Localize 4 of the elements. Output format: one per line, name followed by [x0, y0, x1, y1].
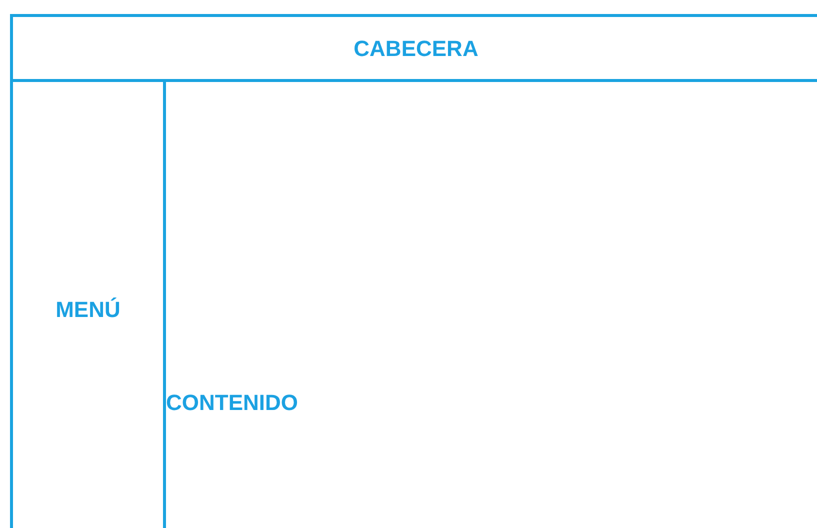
box-label: CABECERA: [354, 34, 478, 62]
header-box: [10, 14, 817, 82]
box-label: MENÚ: [56, 296, 120, 324]
box-label: CONTENIDO: [166, 388, 298, 416]
